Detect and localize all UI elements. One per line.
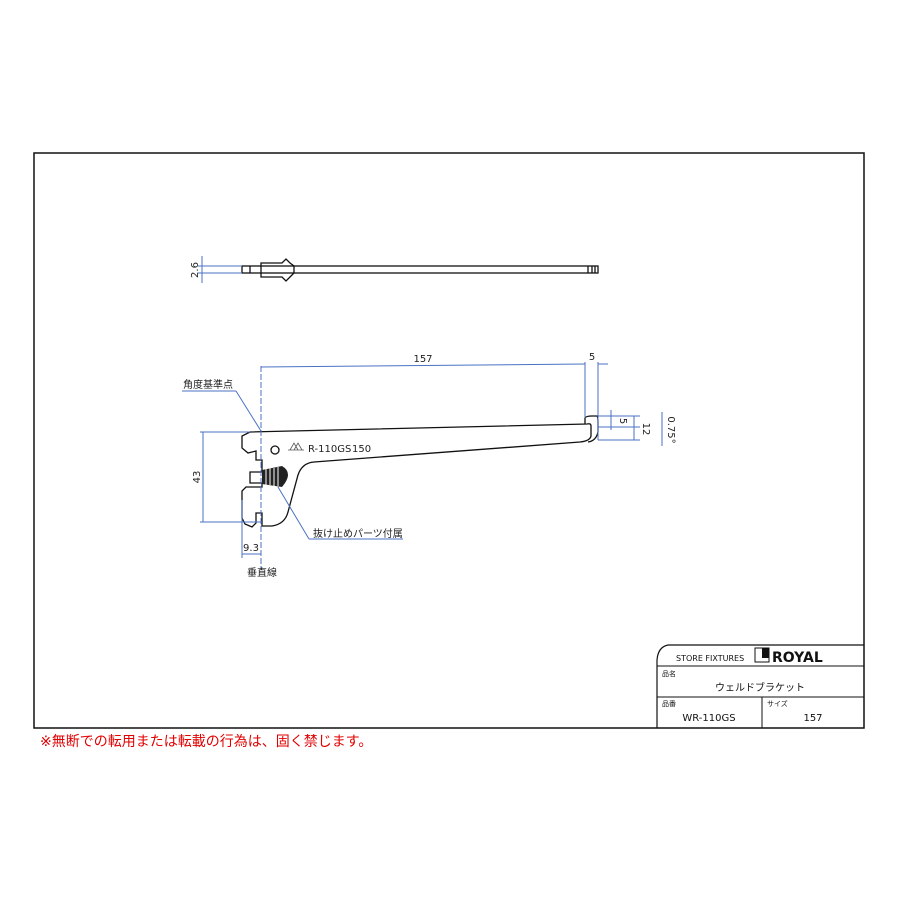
brand-name: ROYAL	[772, 650, 823, 666]
number-label: 品番	[662, 700, 676, 708]
thickness-dimension: 2.6	[190, 262, 201, 278]
side-view-bracket: R-110GS 150	[241, 415, 599, 528]
brand-mark-icon	[288, 442, 304, 451]
name-label: 品名	[662, 669, 676, 678]
stamp-size: 150	[352, 444, 371, 455]
size-label: サイズ	[767, 699, 788, 708]
stamp-model: R-110GS	[308, 444, 351, 455]
top-view: 2.6	[190, 256, 599, 283]
product-name: ウェルドブラケット	[715, 681, 805, 694]
title-block: STORE FIXTURES ROYAL 品名 ウェルドブラケット 品番 WR-…	[656, 644, 864, 728]
length-dimension: 157	[413, 354, 432, 365]
offset-dimension: 9.3	[243, 543, 259, 554]
height-dimension: 43	[192, 471, 203, 484]
size-value: 157	[803, 713, 822, 724]
hook-total-dimension: 12	[640, 423, 651, 436]
company-tag: STORE FIXTURES	[676, 654, 744, 663]
dimensions: 157 5 5 12 0.75° 43 9.3 角度基準点 垂直線 抜け止めパー…	[182, 352, 676, 579]
product-number: WR-110GS	[682, 713, 735, 724]
vertical-line-label: 垂直線	[247, 566, 277, 579]
hook-width-dimension: 5	[589, 352, 595, 363]
stopper-part-label: 抜け止めパーツ付属	[313, 527, 403, 540]
hook-height-dimension: 5	[617, 418, 628, 424]
angle-reference-label: 角度基準点	[183, 378, 233, 391]
angle-dimension: 0.75°	[665, 416, 676, 443]
copyright-notice: ※無断での転用または転載の行為は、固く禁じます。	[40, 734, 373, 750]
drawing-frame	[33, 152, 865, 729]
